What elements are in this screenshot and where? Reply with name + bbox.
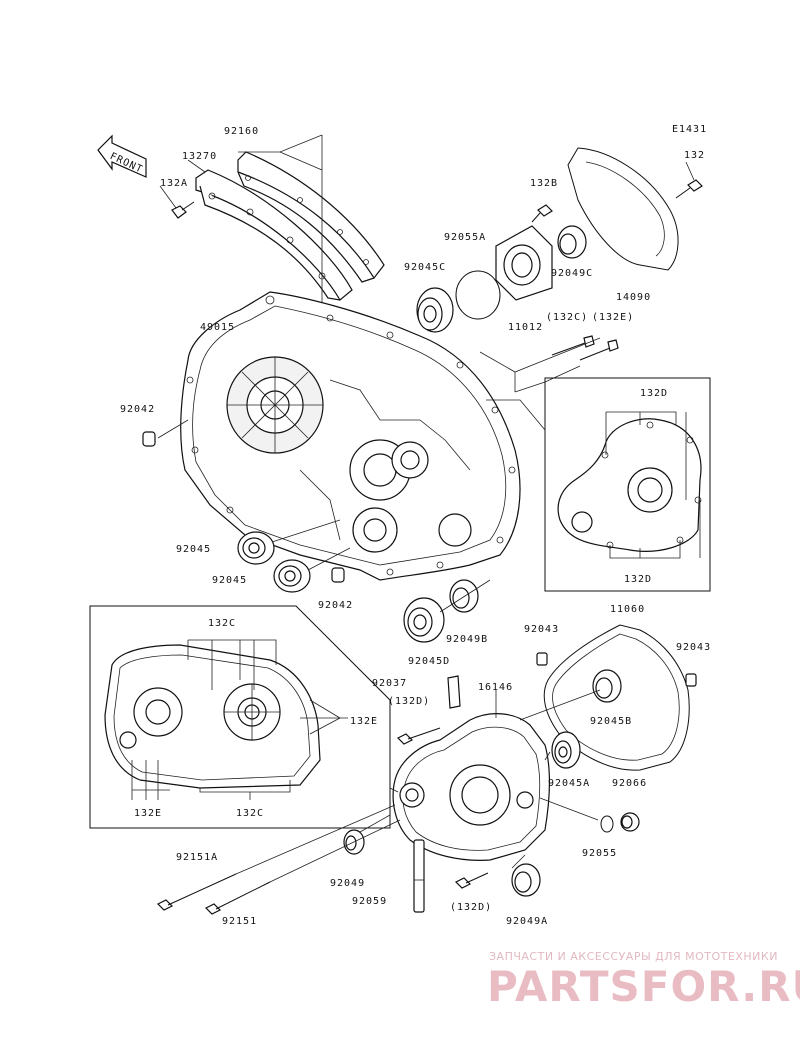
bolt-132b-icon [531,204,553,223]
label-92045-b: 92045 [212,575,247,586]
label-132c-b: 132C [236,808,264,819]
guide-plate-92160 [237,151,385,283]
cap-92066-icon [620,812,640,832]
bolt-132e-upper-icon [579,339,619,361]
label-92055: 92055 [582,848,617,859]
label-14090: 14090 [616,292,651,303]
label-92049: 92049 [330,878,365,889]
label-132d-paren-a: (132D) [388,696,430,707]
seal-92049a-icon [511,863,541,897]
label-92045c: 92045C [404,262,446,273]
bearing-housing-11012-icon [495,225,553,301]
label-92045-a: 92045 [176,544,211,555]
clutch-cover-16146 [392,713,551,861]
bolt-132-icon [675,179,703,199]
label-92049b: 92049B [446,634,488,645]
label-11060: 11060 [610,604,645,615]
bolt-132c-upper-icon [551,335,595,356]
label-92045d: 92045D [408,656,450,667]
bearing-92045d-icon [403,597,445,643]
bolt-92151a-icon [156,804,396,911]
label-92049c: 92049C [551,268,593,279]
label-92151: 92151 [222,916,257,927]
label-132b: 132B [530,178,558,189]
watermark-tagline: ЗАПЧАСТИ И АКСЕССУАРЫ ДЛЯ МОТОТЕХНИКИ [489,950,778,963]
label-92045b: 92045B [590,716,632,727]
bearing-92045a-icon [551,731,581,769]
label-92045a: 92045A [548,778,590,789]
label-132e-b: 132E [134,808,162,819]
crankcase-inner-view [104,644,321,789]
label-132a: 132A [160,178,188,189]
part-labels: E1431 92160 13270 132A 132 132B 92055A 9… [120,124,711,927]
dowel-92042-b-icon [331,567,345,583]
label-132d-paren-b: (132D) [450,902,492,913]
bearing-92045-b-icon [273,559,311,593]
label-92043-b: 92043 [676,642,711,653]
label-92049a: 92049A [506,916,548,927]
label-11012: 11012 [508,322,543,333]
label-132d-a: 132D [640,388,668,399]
gasket-14090-icon [567,147,679,271]
bearing-92045-a-icon [237,531,275,565]
label-13270: 13270 [182,151,217,162]
label-92042-b: 92042 [318,600,353,611]
inset-box-right [544,377,711,592]
guide-plate-13270 [195,169,353,301]
diagram-code: E1431 [672,124,707,135]
label-92151a: 92151A [176,852,218,863]
crankcase-49015 [180,291,521,581]
label-16146: 16146 [478,682,513,693]
label-92059: 92059 [352,896,387,907]
stopper-92037-icon [447,675,461,709]
inset-box-left [89,605,391,829]
dowel-92042-a-icon [142,431,156,447]
label-132: 132 [684,150,705,161]
bearing-92045c-icon [416,287,454,333]
label-92037: 92037 [372,678,407,689]
label-92042-a: 92042 [120,404,155,415]
dowel-92043-a-icon [536,652,548,666]
label-132c-paren: (132C) [546,312,588,323]
front-arrow-icon: FRONT [97,134,147,178]
label-132e-paren: (132E) [592,312,634,323]
o-ring-92055a-icon [455,270,501,320]
label-49015: 49015 [200,322,235,333]
label-92066: 92066 [612,778,647,789]
bearing-92045b-icon [592,669,622,703]
bolt-132d-b-icon [454,872,489,889]
generator-cover-view [557,418,702,552]
pin-92059-icon [413,839,425,913]
o-ring-92055-icon [600,815,614,833]
dowel-92043-b-icon [685,673,697,687]
seal-92049c-icon [557,225,587,259]
label-132d-b: 132D [624,574,652,585]
label-92055a: 92055A [444,232,486,243]
label-92160: 92160 [224,126,259,137]
label-132e-a: 132E [350,716,378,727]
bolt-92151-icon [204,819,401,915]
label-132c-a: 132C [208,618,236,629]
bolt-132a-icon [171,201,195,219]
label-92043-a: 92043 [524,624,559,635]
bolt-132d-a-icon [396,727,441,745]
seal-92049b-icon [449,579,479,613]
watermark-logo: PARTSFOR.RU [487,962,800,1011]
